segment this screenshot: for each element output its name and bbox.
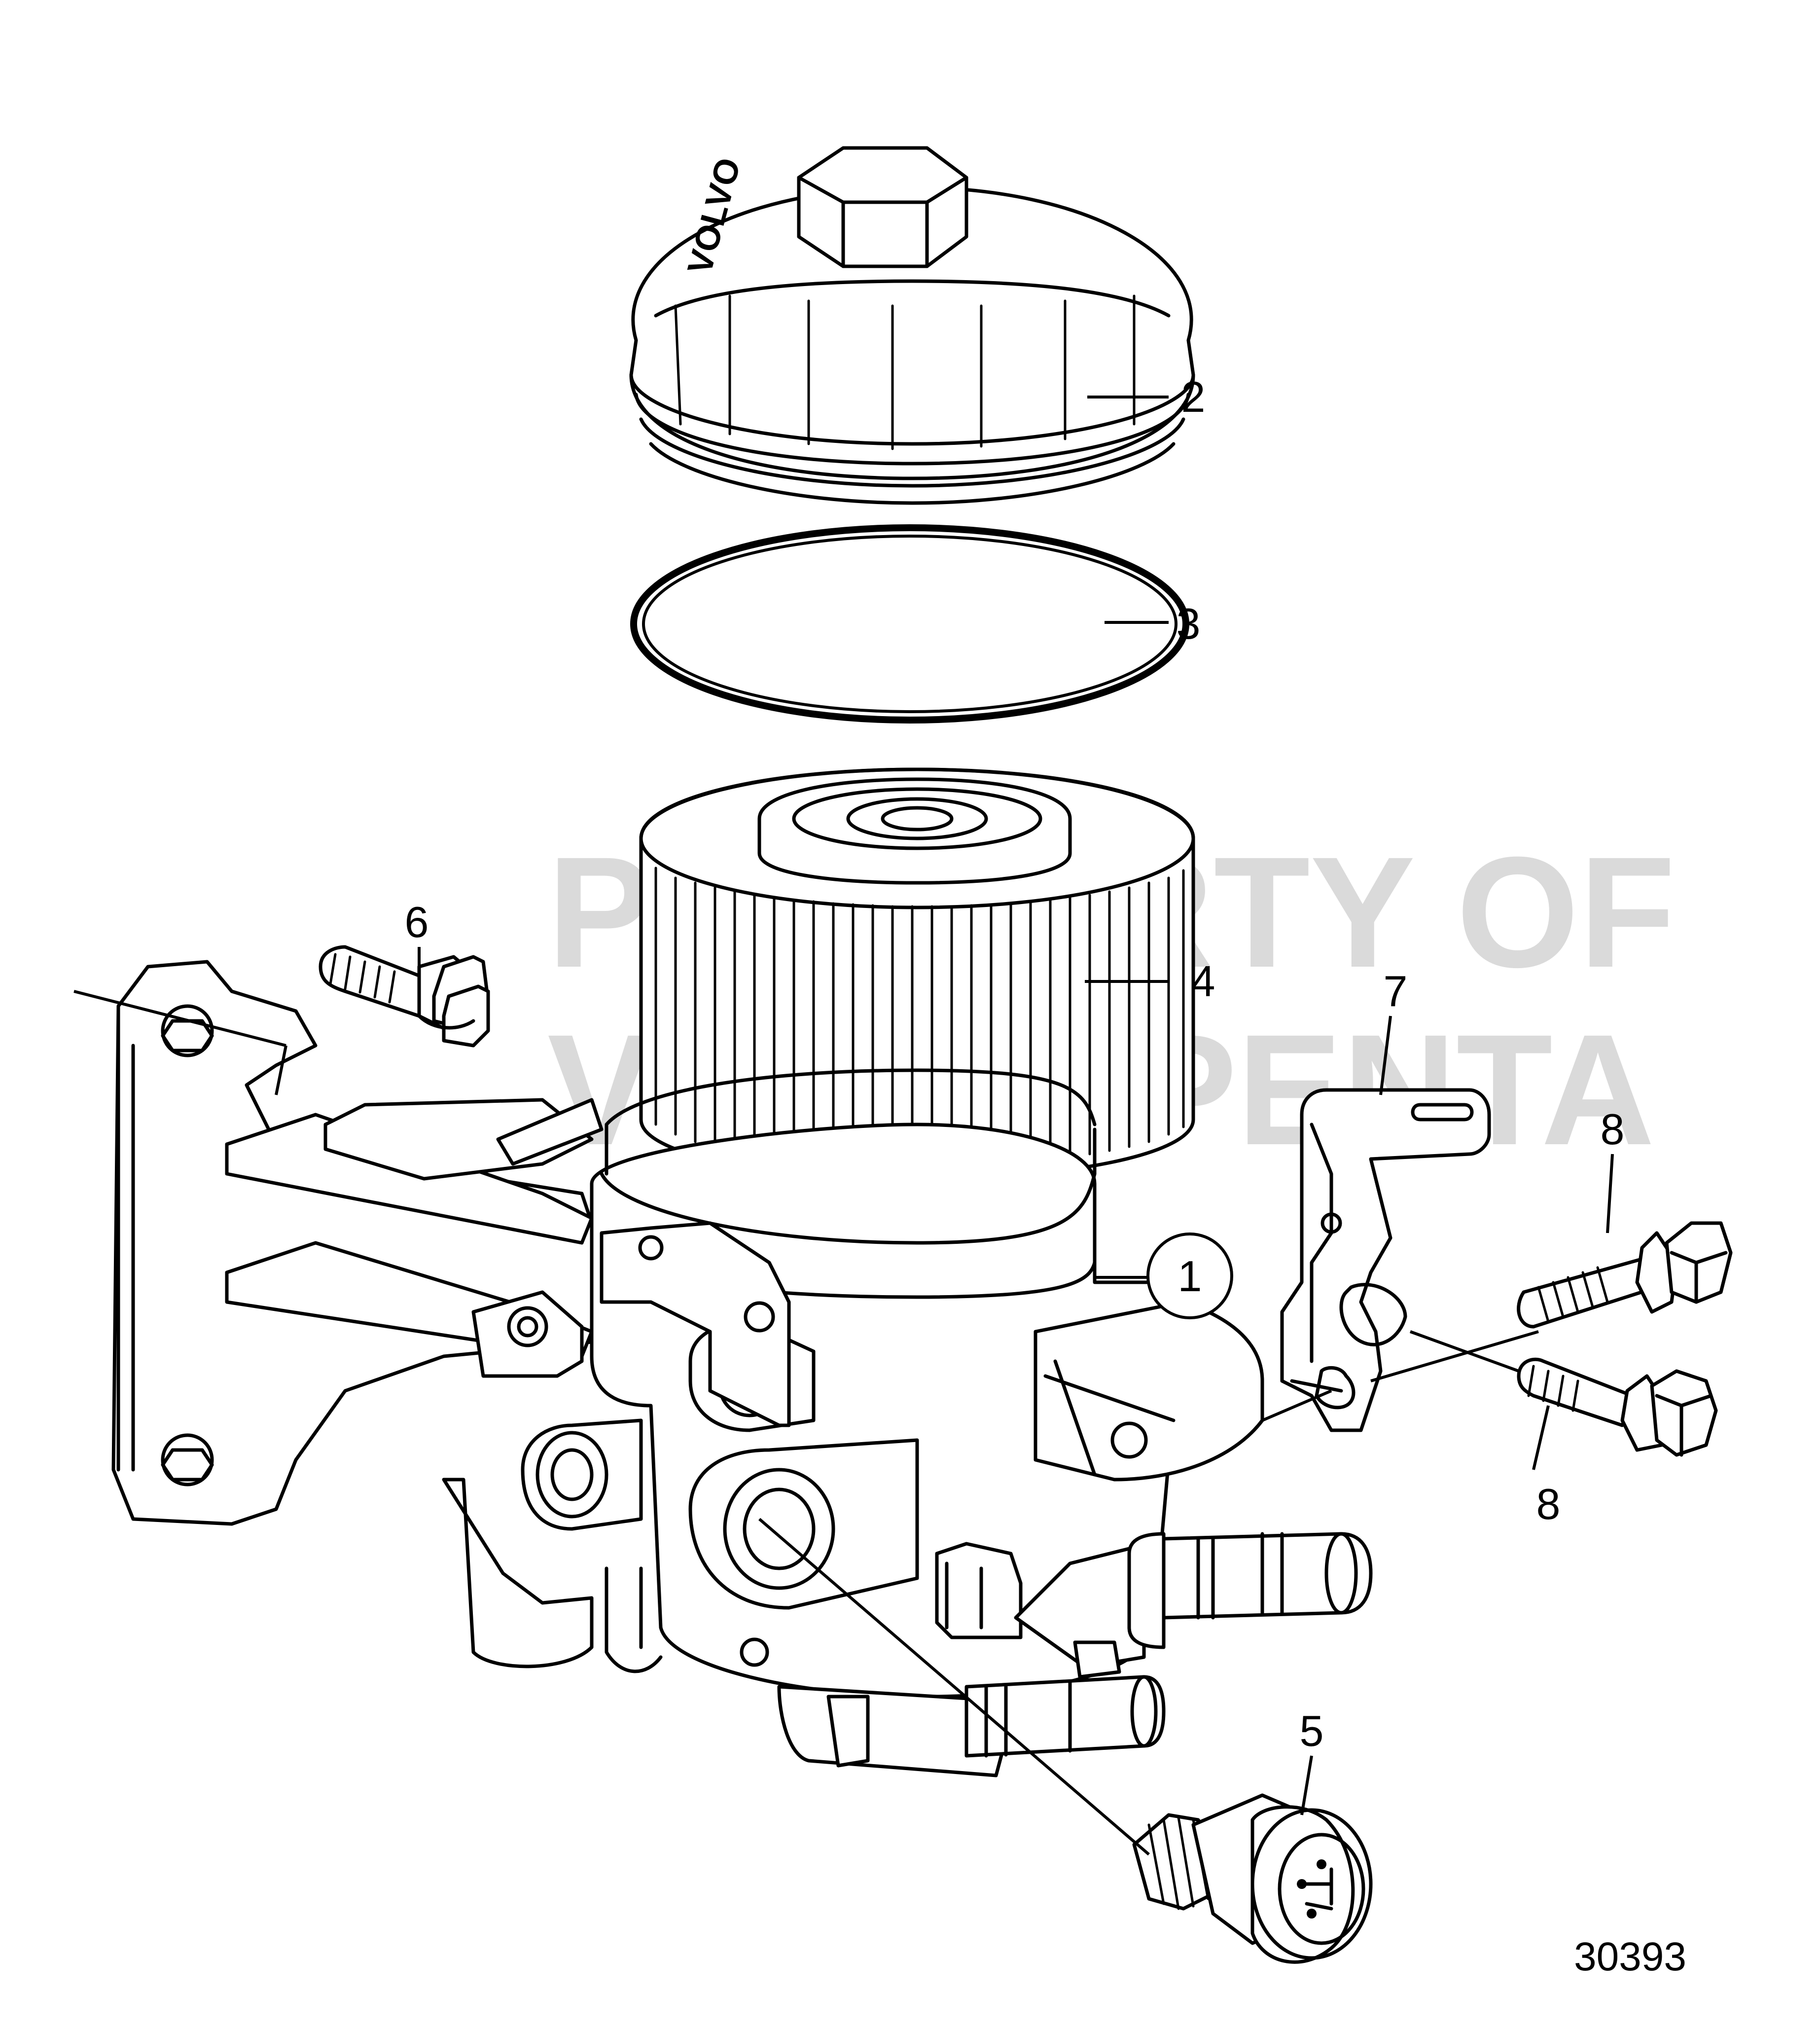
callout-2: 2 bbox=[1181, 372, 1206, 421]
callout-7: 7 bbox=[1384, 967, 1408, 1015]
bolt-8-lower bbox=[1517, 1357, 1718, 1457]
filter-element bbox=[639, 767, 1195, 1181]
callout-labels: 1 2 3 4 5 6 7 8 8 bbox=[405, 372, 1625, 1755]
callout-3: 3 bbox=[1177, 599, 1201, 648]
leader-lines bbox=[73, 396, 1614, 1856]
filter-pleats bbox=[654, 867, 1185, 1167]
callout-6: 6 bbox=[405, 898, 429, 946]
callout-1: 1 bbox=[1178, 1252, 1202, 1301]
bracket-7 bbox=[1280, 1088, 1491, 1432]
callout-8-lower: 8 bbox=[1536, 1480, 1561, 1528]
callout-8-upper: 8 bbox=[1601, 1105, 1625, 1154]
callout-1-circle bbox=[1146, 1232, 1233, 1319]
callout-4: 4 bbox=[1191, 957, 1215, 1006]
bolt-6 bbox=[319, 945, 490, 1048]
filter-cap: VOLVO bbox=[629, 146, 1195, 505]
bolt-8-upper bbox=[1517, 1221, 1733, 1329]
figure-number: 30393 bbox=[1574, 1934, 1686, 1979]
o-ring bbox=[630, 524, 1189, 724]
filter-housing bbox=[111, 960, 1373, 1777]
sensor-5 bbox=[1132, 1793, 1373, 1964]
callout-5: 5 bbox=[1300, 1706, 1324, 1755]
